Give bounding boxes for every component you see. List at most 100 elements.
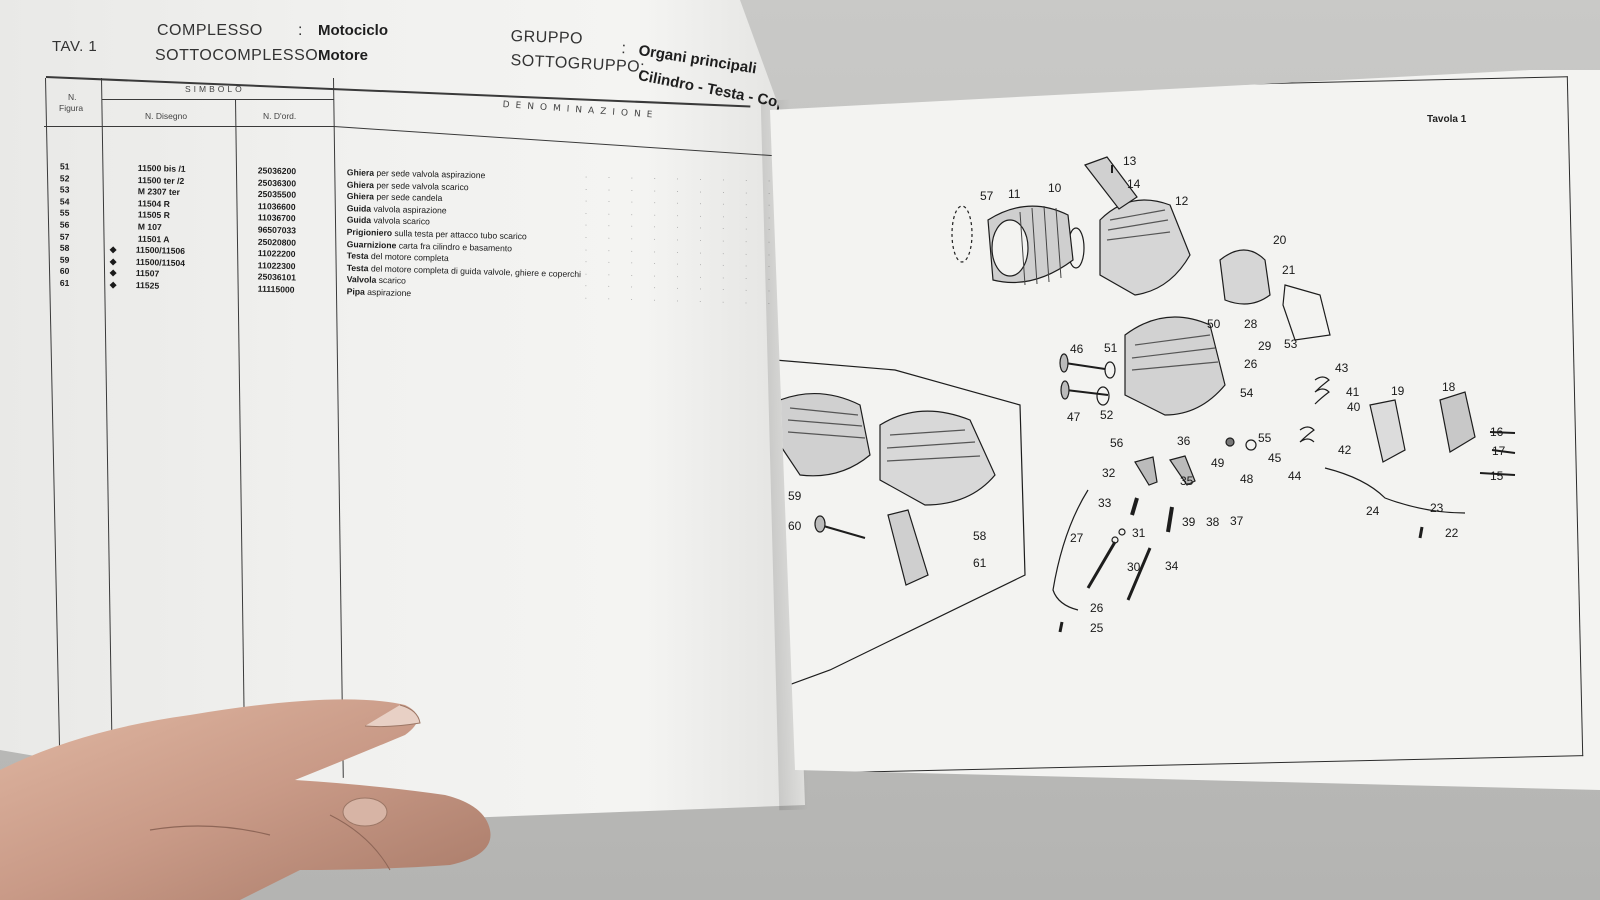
callout-24: 24 [1366,504,1380,518]
callout-34: 34 [1165,559,1179,573]
spring-44 [1299,426,1315,443]
callout-27: 27 [1070,531,1084,545]
callout-42: 42 [1338,443,1352,457]
callout-55: 55 [1258,431,1272,445]
callout-35: 35 [1180,474,1194,488]
cell-ord: 25036101 [257,271,297,283]
cell-figura: 54 [59,196,70,207]
bolt-16 [1489,431,1516,434]
cell-figura: 53 [59,184,70,195]
cell-figura: 56 [59,219,70,230]
cell-figura: 58 [59,242,70,254]
intake-61 [887,509,929,586]
callout-49: 49 [1211,456,1225,470]
callout-32: 32 [1102,466,1116,480]
callout-36: 36 [1177,434,1191,448]
callout-21: 21 [1282,263,1296,277]
rod-30 [1086,541,1117,589]
sottocomplesso-value: Motore [318,47,368,64]
cell-disegno: 11501 A [137,233,170,245]
cell-ord: 25035500 [257,189,297,200]
pipe-27 [1052,489,1089,611]
col-disegno: N. Disegno [145,111,188,121]
cell-mark: ◆ [109,244,117,255]
callout-10: 10 [1048,181,1062,195]
valve-46 [1064,362,1106,370]
complesso-colon: : [298,22,303,39]
cell-denominazione: Guida valvola scarico [346,214,430,227]
callout-60: 60 [788,519,802,533]
callout-22: 22 [1445,526,1459,540]
cell-figura: 61 [59,277,70,289]
callout-38: 38 [1206,515,1220,529]
cell-mark: ◆ [109,255,117,267]
col-figura: Figura [59,103,84,113]
callout-23: 23 [1430,501,1444,515]
gruppo-colon: : [620,40,627,58]
cell-disegno: 11505 R [137,209,170,221]
cell-ord: 11036600 [257,200,296,212]
cell-ord: 11115000 [257,283,295,295]
cell-denominazione: Valvola scarico [346,274,407,287]
cell-denominazione: Guida valvola aspirazione [346,202,447,216]
gruppo-label: GRUPPO [510,28,584,48]
callout-57: 57 [980,189,994,203]
callout-41: 41 [1346,385,1360,399]
bolt-15 [1479,472,1516,476]
callout-20: 20 [1273,233,1287,247]
callout-56: 56 [1110,436,1124,450]
cell-ord: 11022200 [257,248,296,260]
callout-61: 61 [973,556,987,570]
callout-47: 47 [1067,410,1081,424]
left-page: TAV. 1 COMPLESSO : Motociclo SOTTOCOMPLE… [0,0,805,820]
callout-11: 11 [1008,187,1021,201]
callout-19: 19 [1391,384,1405,398]
cell-disegno: 11500/11506 [135,244,186,257]
callout-39: 39 [1182,515,1196,529]
cell-denominazione: Ghiera per sede valvola scarico [346,179,469,192]
callout-48: 48 [1240,472,1254,486]
gasket-21 [1282,284,1331,341]
callout-18: 18 [1442,380,1456,394]
rod-33 [1130,497,1139,516]
right-page: Tavola 1 [770,70,1600,790]
tav-label: TAV. 1 [52,38,98,55]
callout-37: 37 [1230,514,1244,528]
inset-box [774,359,1026,691]
cell-figura: 55 [59,207,70,219]
cover-20 [1219,249,1271,305]
callout-29: 29 [1258,339,1272,353]
head-12 [1099,199,1191,296]
callout-15: 15 [1490,469,1504,483]
callout-26: 26 [1090,601,1104,615]
cell-disegno: 11500 ter /2 [137,174,185,186]
callout-40: 40 [1347,400,1361,414]
callout-46: 46 [1070,342,1084,356]
callout-59: 59 [788,489,802,503]
gasket-57 [951,205,973,263]
callout-28: 28 [1244,317,1258,331]
callout-17: 17 [1492,444,1506,458]
col-simbolo: SIMBOLO [185,84,245,94]
tavola-title: Tavola 1 [1427,114,1467,125]
callout-44: 44 [1288,469,1302,483]
cover-18 [1439,391,1476,453]
cell-figura: 59 [59,254,70,265]
callout-43: 43 [1335,361,1349,375]
cell-mark: ◆ [109,279,117,290]
table-header-rule-right [333,126,774,157]
col-n: N. [68,92,77,102]
cell-ord: 11036700 [257,212,296,224]
spring-43 [1314,376,1330,405]
exploded-diagram: 5711101314122021282926535046514752434140… [774,154,1516,691]
sottocomplesso-label: SOTTOCOMPLESSO: [155,47,324,64]
cell-ord: 25020800 [257,236,297,248]
callout-33: 33 [1098,496,1112,510]
callout-50: 50 [1207,317,1221,331]
cover-19 [1369,399,1406,463]
bolt-17 [1491,449,1516,454]
callout-52: 52 [1100,408,1114,422]
complesso-value: Motociclo [318,22,388,39]
valve-60 [819,524,866,539]
